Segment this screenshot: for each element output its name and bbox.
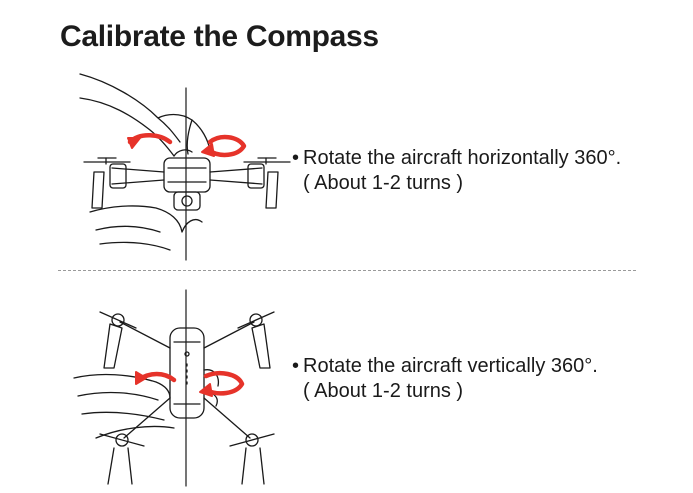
- horizontal-rotation-instruction: •Rotate the aircraft horizontally 360°. …: [292, 146, 621, 196]
- bullet: •: [292, 355, 300, 377]
- dashed-divider: [58, 270, 636, 271]
- horizontal-rotation-illustration: [79, 73, 291, 261]
- turns-note: ( About 1-2 turns ): [303, 172, 464, 194]
- instruction-text: Rotate the aircraft horizontally 360°.: [303, 147, 622, 169]
- bullet: •: [292, 147, 300, 169]
- vertical-rotation-instruction: •Rotate the aircraft vertically 360°. ( …: [292, 354, 598, 404]
- instruction-text: Rotate the aircraft vertically 360°.: [303, 355, 598, 377]
- page-title: Calibrate the Compass: [60, 20, 379, 53]
- vertical-rotation-illustration: [73, 289, 275, 487]
- turns-note: ( About 1-2 turns ): [303, 380, 464, 402]
